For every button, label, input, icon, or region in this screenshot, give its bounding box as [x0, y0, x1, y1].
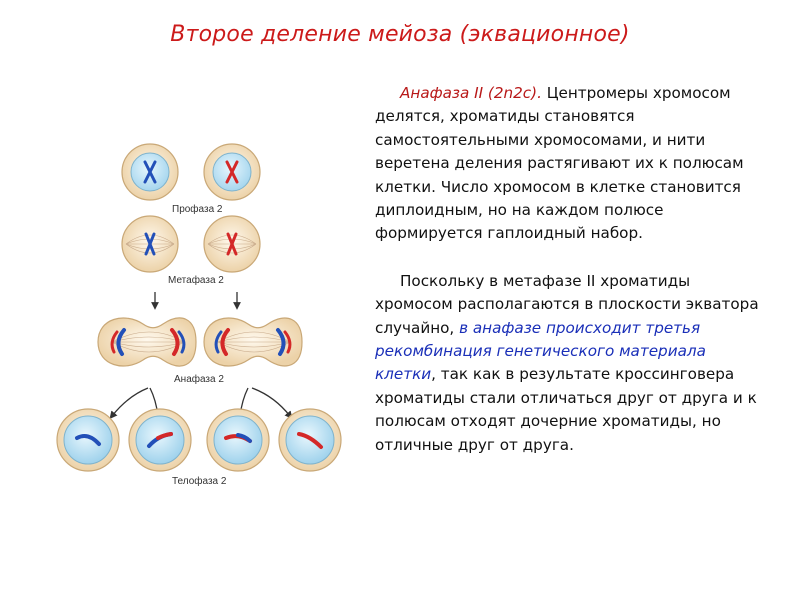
recombination-emphasis: в анафазе происходит третья рекомбинация…	[375, 318, 706, 384]
anaphase-cell-left	[97, 317, 197, 367]
stage-label-metaphase: Метафаза 2	[168, 274, 224, 286]
stage-label-telophase: Телофаза 2	[172, 475, 227, 487]
anaphase-term: Анафаза II (2n2c).	[400, 84, 542, 102]
slide-title: Второе деление мейоза (эквационное)	[170, 22, 630, 47]
metaphase-cell-right	[203, 215, 261, 273]
metaphase-cell-left	[121, 215, 179, 273]
telophase-cell-3	[206, 408, 270, 472]
prophase-cell-right	[203, 143, 261, 201]
paragraph-recombination-end: , так как в результате кроссинговера хро…	[375, 365, 757, 454]
telophase-cell-4	[278, 408, 342, 472]
meiosis-diagram-svg: Профаза 2 Метафаза 2	[56, 143, 342, 487]
telophase-cell-1	[56, 408, 120, 472]
stage-label-prophase: Профаза 2	[172, 203, 223, 215]
stage-label-anaphase: Анафаза 2	[174, 373, 224, 385]
meiosis-ii-diagram: Профаза 2 Метафаза 2	[0, 120, 360, 590]
paragraph-anaphase: Анафаза II (2n2c). Центромеры хромосом д…	[375, 82, 767, 246]
prophase-cell-left	[121, 143, 179, 201]
paragraph-anaphase-body: Центромеры хромосом делятся, хроматиды с…	[375, 84, 744, 243]
paragraph-recombination: Поскольку в метафазе II хроматиды хромос…	[375, 270, 767, 457]
paragraph-recombination-start: Поскольку в метафазе II хроматиды хромос…	[375, 271, 759, 337]
anaphase-cell-right	[203, 317, 303, 367]
arrow-curved-1	[109, 387, 149, 420]
telophase-cell-2	[128, 408, 192, 472]
arrow-curved-4	[251, 387, 293, 420]
description-text: Анафаза II (2n2c). Центромеры хромосом д…	[375, 82, 767, 457]
